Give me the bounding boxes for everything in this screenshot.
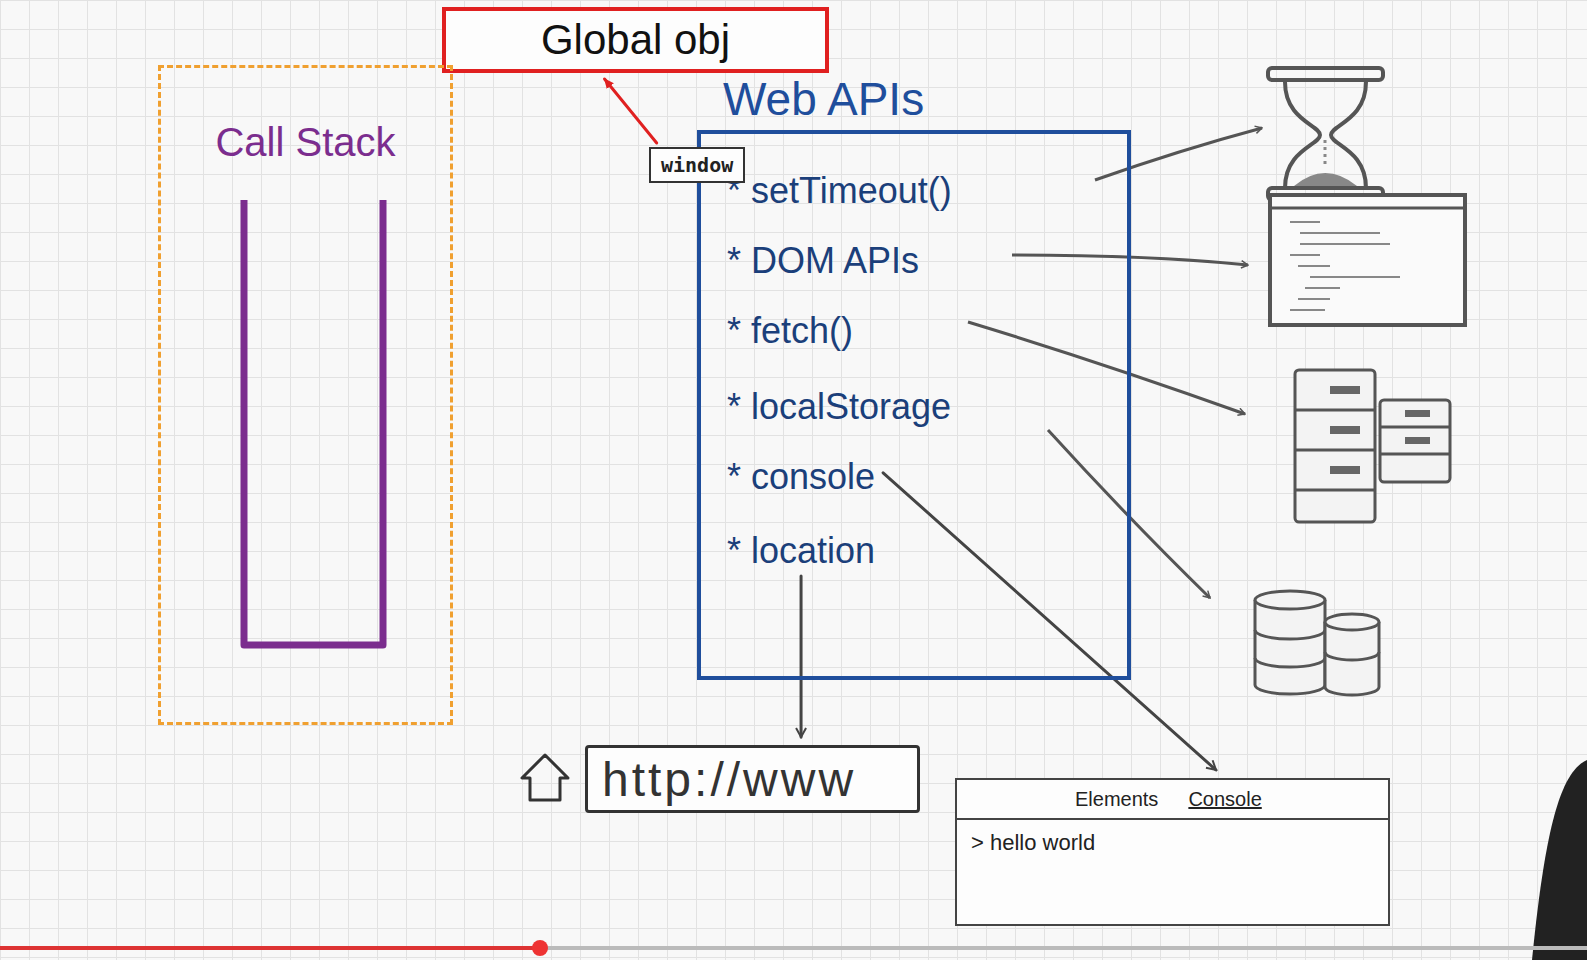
server-icon (1295, 370, 1450, 522)
call-stack-shape (244, 200, 383, 645)
call-stack-region-label: Call Stack (161, 120, 450, 165)
panel-body: > hello world (957, 820, 1388, 866)
address-bar-label: http://www (602, 752, 856, 807)
connector-arrow (883, 473, 1216, 770)
api-item: * setTimeout() (727, 170, 952, 212)
api-item: * location (727, 530, 875, 572)
panel-head: Elements Console (957, 780, 1388, 820)
presenter (1532, 760, 1587, 960)
api-item-label: * localStorage (727, 386, 951, 427)
call-stack-region: Call Stack (158, 65, 453, 725)
api-item-label: * location (727, 530, 875, 571)
api-item: * localStorage (727, 386, 951, 428)
web-apis-box: Web APIswindow* setTimeout()* DOM APIs* … (697, 130, 1131, 680)
web-apis-box-label: Web APIs (723, 72, 924, 126)
api-item-label: * setTimeout() (727, 170, 952, 211)
connector-arrow (605, 79, 657, 143)
api-item-label: * fetch() (727, 310, 853, 351)
leader-arrows (968, 128, 1262, 598)
api-item-label: * DOM APIs (727, 240, 919, 281)
window-tag-label: window (661, 153, 733, 177)
devtools-panel: Elements Console > hello world (955, 778, 1390, 926)
database-icon (1255, 591, 1379, 695)
video-progress (0, 940, 1587, 956)
window-tag: window (649, 147, 745, 183)
api-item: * console (727, 456, 875, 498)
devtools-panel-label: Console (1188, 788, 1261, 811)
devtools-panel-label: Elements (1075, 788, 1158, 811)
hourglass-icon (1268, 68, 1383, 200)
api-item: * DOM APIs (727, 240, 919, 282)
global-object-box: Global obj (442, 7, 829, 73)
devtools-panel-label: > hello world (971, 830, 1095, 855)
api-item: * fetch() (727, 310, 853, 352)
api-item-label: * console (727, 456, 875, 497)
global-object-box-label: Global obj (541, 16, 730, 64)
html-document-icon (1270, 195, 1465, 325)
connector-arrow (800, 576, 803, 737)
home-icon (522, 755, 568, 800)
address-bar: http://www (585, 745, 920, 813)
